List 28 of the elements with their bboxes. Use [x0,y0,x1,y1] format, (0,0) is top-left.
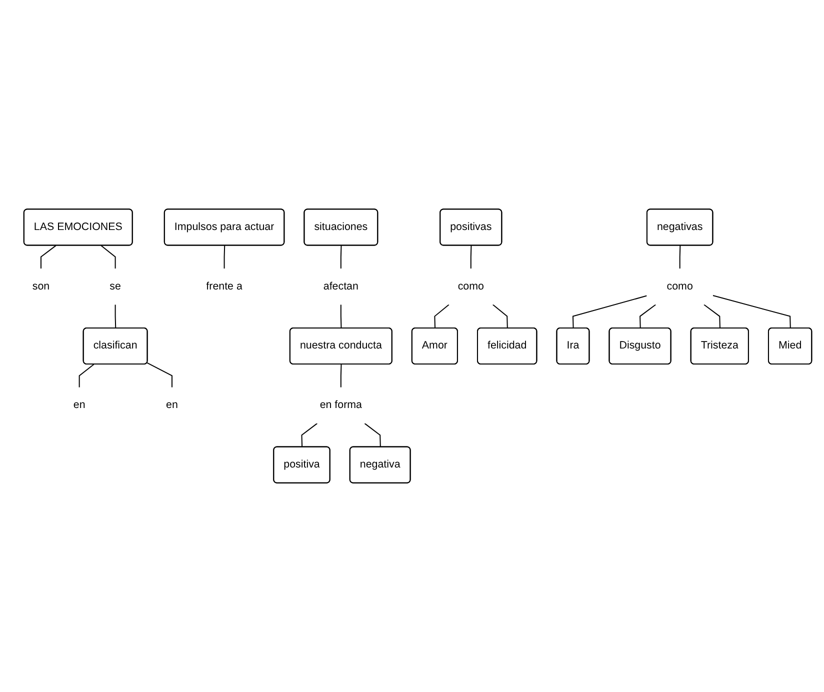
node-text: como [458,280,484,292]
node-text: afectan [323,280,358,292]
connector [340,364,342,388]
connector [40,245,56,270]
connector [492,304,508,329]
node-text: en [166,399,178,411]
connector [712,295,791,329]
node-text: como [666,280,693,292]
node-text: son [32,280,50,292]
node-text: en forma [320,399,362,411]
connector [114,304,116,329]
connector [78,364,94,388]
connector [340,245,342,270]
connector [470,245,472,270]
node-text: se [110,280,121,292]
connector [434,304,450,329]
connector [704,304,720,329]
node-text: en [73,399,86,411]
connector [224,245,226,270]
connector [364,422,381,448]
connector [146,362,172,388]
connector [301,422,318,448]
connector [572,295,648,329]
connector [340,304,342,329]
connector [100,245,116,270]
node-text: frente a [206,280,242,292]
connector [640,304,656,329]
connector [679,245,681,270]
